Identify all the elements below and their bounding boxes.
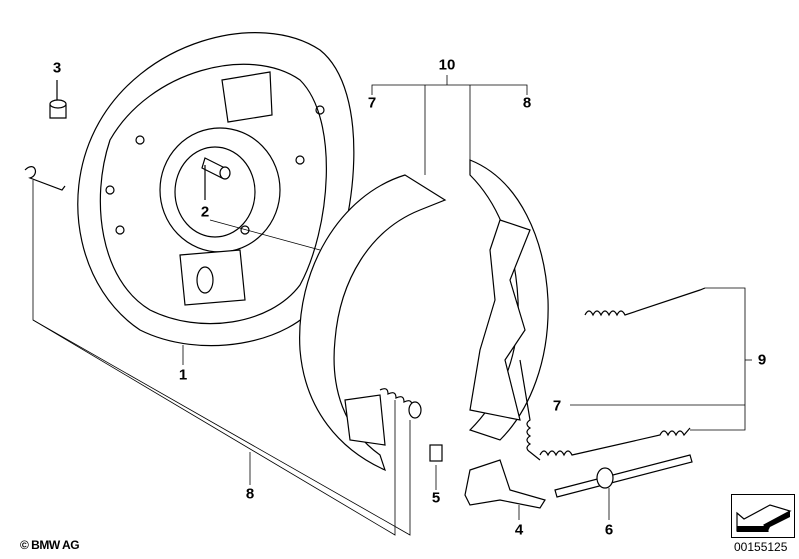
brake-shoe-left[interactable] [299,174,447,472]
plug[interactable] [49,99,67,119]
spring-7[interactable] [519,359,541,461]
copyright: © BMW AG [20,538,80,552]
backing-plate[interactable] [77,32,355,347]
label-7-top[interactable]: 7 [367,94,377,112]
lever[interactable] [464,459,546,509]
arrow-back-icon [736,504,792,532]
label-10[interactable]: 10 [438,56,456,74]
label-1[interactable]: 1 [178,366,188,384]
leader-lines [32,75,752,536]
hold-down-spring[interactable] [379,388,422,419]
label-4[interactable]: 4 [514,521,524,539]
label-2[interactable]: 2 [200,203,210,221]
label-8-bottom[interactable]: 8 [245,485,255,503]
label-6[interactable]: 6 [604,521,614,539]
label-9[interactable]: 9 [757,351,767,369]
spring-upper[interactable] [584,287,706,317]
pin[interactable] [24,166,66,191]
label-8-top[interactable]: 8 [522,94,532,112]
label-7-right[interactable]: 7 [552,397,562,415]
brake-shoe-right[interactable] [468,159,549,441]
spring-lower[interactable] [539,427,691,457]
back-navigation-button[interactable] [731,494,795,538]
diagram-number: 00155125 [734,540,788,554]
bolt[interactable] [201,157,231,180]
sleeve[interactable] [429,444,443,462]
label-5[interactable]: 5 [431,489,441,507]
label-3[interactable]: 3 [52,59,62,77]
adjuster[interactable] [554,454,693,498]
